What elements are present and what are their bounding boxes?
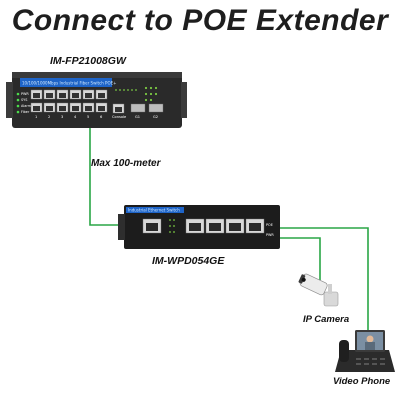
- ip-camera-icon: [298, 273, 339, 307]
- cable-extender-to-camera: [280, 237, 321, 280]
- page-title: Connect to POE Extender: [11, 4, 389, 37]
- cable-extender-to-phone: [280, 227, 369, 332]
- port-number-3: 3: [61, 115, 63, 119]
- port-number-6: 6: [100, 115, 103, 119]
- main-switch: 10/100/1000Mbps Industrial Fiber Switch …: [6, 72, 187, 128]
- cable-switch-to-extender: [89, 128, 120, 226]
- extender-pwr-label: PWR: [266, 233, 274, 237]
- video-phone-icon: [335, 330, 395, 372]
- extender-leds: [169, 219, 175, 233]
- ip-camera-label: IP Camera: [303, 314, 350, 325]
- console-label: Console: [112, 115, 127, 119]
- port-number-4: 4: [74, 115, 77, 119]
- extender-panel-text: Industrial Ethernet Switch: [128, 208, 180, 213]
- poe-extender: Industrial Ethernet Switch POE PWR: [118, 205, 280, 249]
- sfp-label-g1: G1: [135, 115, 140, 119]
- switch-led-panel: PWR SYS Alarm Fiber: [16, 92, 32, 114]
- distance-label: Max 100-meter: [91, 158, 161, 169]
- video-phone-label: Video Phone: [333, 376, 391, 387]
- led-label-alarm: Alarm: [21, 104, 32, 108]
- port-number-2: 2: [48, 115, 50, 119]
- extender-poe-label: POE: [266, 223, 273, 227]
- main-switch-model-label: IM-FP21008GW: [50, 55, 126, 67]
- switch-panel-text: 10/100/1000Mbps Industrial Fiber Switch …: [22, 81, 117, 86]
- extender-brand-panel: [126, 207, 184, 213]
- extender-rj45-ports: [142, 218, 265, 234]
- port-number-5: 5: [87, 115, 89, 119]
- switch-status-leds: [115, 86, 158, 102]
- switch-brand-panel: [20, 78, 112, 87]
- led-label-pwr: PWR: [21, 92, 29, 96]
- port-number-1: 1: [35, 115, 37, 119]
- sfp-label-g2: G2: [153, 115, 158, 119]
- led-label-sys: SYS: [21, 98, 27, 102]
- switch-port-holes: [33, 93, 105, 111]
- led-label-fiber: Fiber: [21, 110, 30, 114]
- sfp-port-g1: [130, 103, 146, 113]
- extender-model-label: IM-WPD054GE: [152, 255, 225, 267]
- sfp-port-g2: [148, 103, 164, 113]
